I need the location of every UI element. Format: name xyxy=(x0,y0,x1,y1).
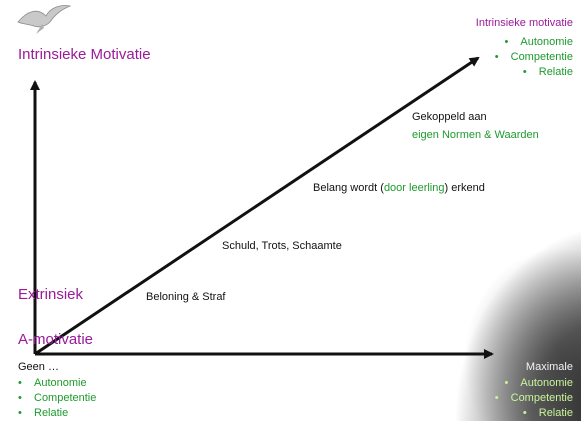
step-3-suffix: ) erkend xyxy=(444,182,485,194)
step-3-highlight: door leerling xyxy=(383,182,445,194)
bottom-left-title: Geen … xyxy=(18,361,59,373)
list-item: Relatie xyxy=(18,406,96,421)
step-2-label: Schuld, Trots, Schaamte xyxy=(222,240,342,252)
x-axis-right-label: Maximale xyxy=(525,361,573,373)
list-item: Competentie xyxy=(495,391,573,406)
bottom-left-list: Autonomie Competentie Relatie xyxy=(18,376,96,421)
bottom-right-list: Autonomie Competentie Relatie xyxy=(495,376,573,421)
list-item: Autonomie xyxy=(18,376,96,391)
step-4-label-line2: eigen Normen & Waarden xyxy=(412,129,539,141)
motivation-arrow xyxy=(34,56,480,356)
step-3-label: Belang wordt (door leerling) erkend xyxy=(313,182,485,194)
y-axis-origin-label: A-motivatie xyxy=(18,331,94,348)
list-item: Relatie xyxy=(495,406,573,421)
list-item: Competentie xyxy=(495,50,573,65)
list-item: Autonomie xyxy=(495,35,573,50)
list-item: Autonomie xyxy=(495,376,573,391)
y-axis-top-label: Intrinsieke Motivatie xyxy=(18,46,151,63)
y-axis-mid-label: Extrinsiek xyxy=(18,286,84,303)
step-4-label-line1: Gekoppeld aan xyxy=(412,111,487,123)
step-1-label: Beloning & Straf xyxy=(146,291,226,303)
list-item: Relatie xyxy=(495,65,573,80)
step-3-prefix: Belang wordt ( xyxy=(313,182,384,194)
list-item: Competentie xyxy=(18,391,96,406)
top-right-title: Intrinsieke motivatie xyxy=(475,17,573,29)
top-right-list: Autonomie Competentie Relatie xyxy=(495,35,573,80)
seagull-icon xyxy=(17,5,72,34)
